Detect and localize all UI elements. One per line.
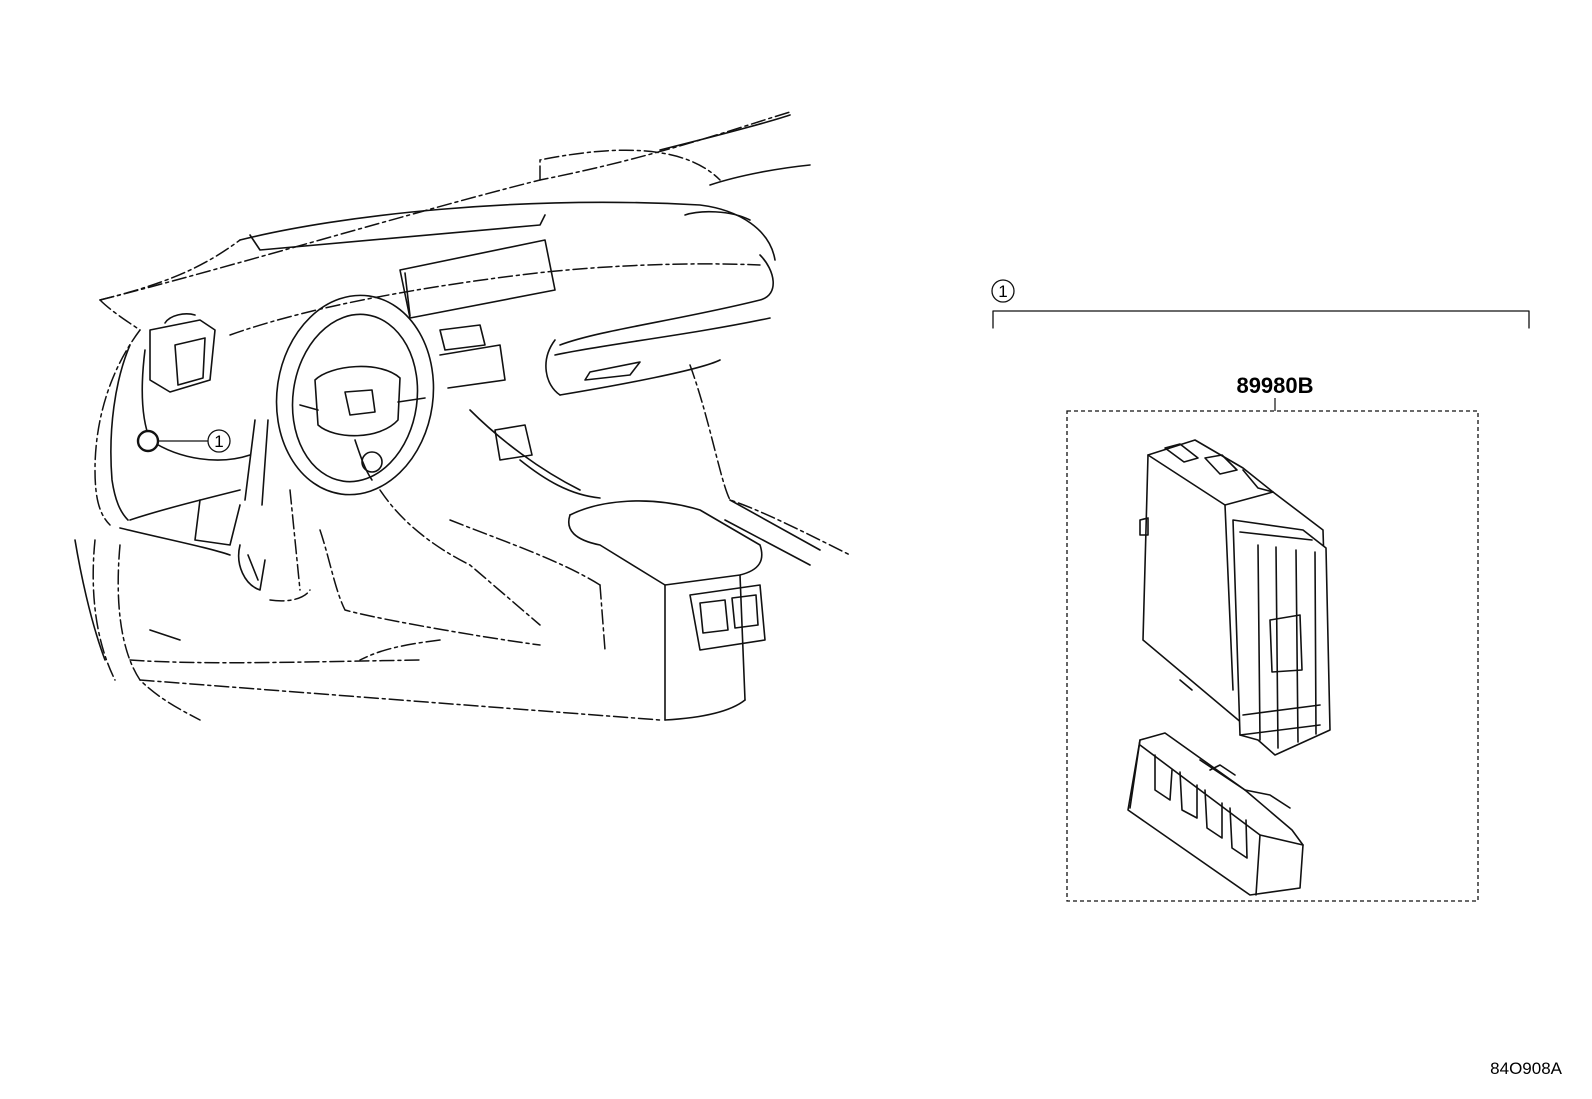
location-marker <box>136 429 160 453</box>
connector-drawing <box>1127 732 1304 896</box>
figure-code: 84O908A <box>1490 1059 1562 1078</box>
callout-1-bracket: 1 <box>991 279 1530 329</box>
callout-1-car: 1 <box>207 429 231 453</box>
callout-label: 1 <box>998 282 1007 301</box>
dashboard-interior-drawing <box>74 111 851 721</box>
control-module-drawing <box>1139 439 1331 756</box>
part-frame <box>1066 410 1479 902</box>
callout-label: 1 <box>214 432 223 451</box>
part-number-label: 89980B <box>1236 373 1313 398</box>
